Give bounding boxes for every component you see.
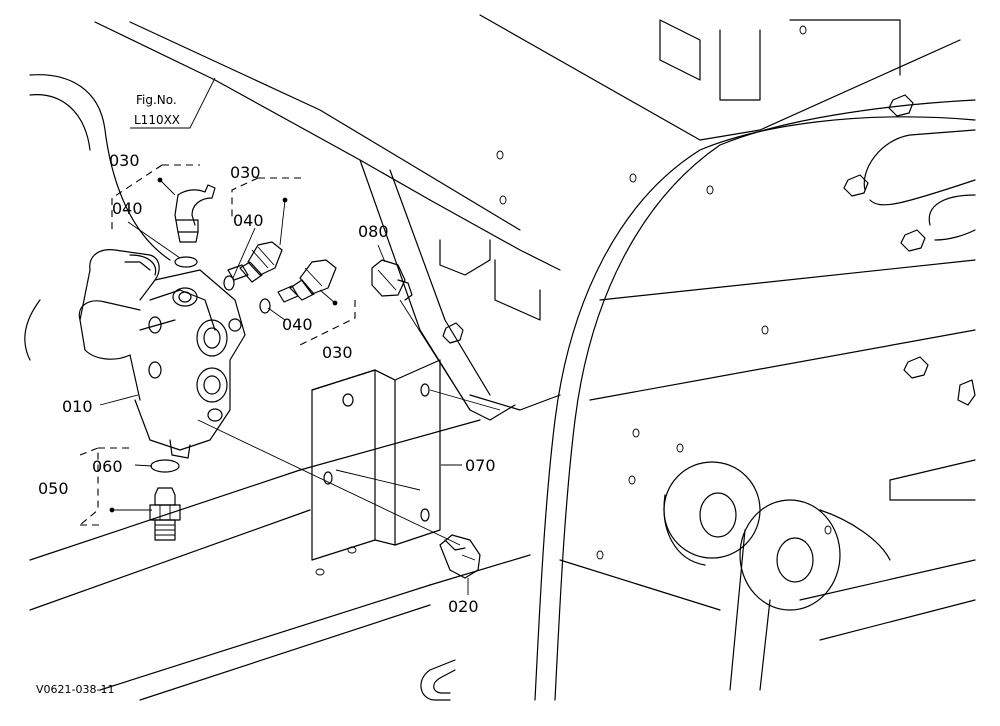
callout-080: 080 — [358, 222, 389, 241]
fitting-080 — [371, 259, 413, 301]
straight-fitting-030-upper — [227, 241, 283, 283]
callout-030-lower: 030 — [322, 343, 353, 362]
o-ring-060 — [150, 459, 180, 473]
callout-040-lower: 040 — [282, 315, 313, 334]
figure-ref-line2: L110XX — [134, 113, 180, 127]
elbow-fitting-030 — [174, 184, 216, 243]
callout-020: 020 — [448, 597, 479, 616]
valve-body-010 — [78, 249, 246, 459]
callout-030-upper: 030 — [230, 163, 261, 182]
figure-reference: Fig.No. L110XX — [130, 77, 216, 129]
callout-070: 070 — [465, 456, 496, 475]
callout-040-top: 040 — [112, 199, 143, 218]
straight-fitting-030-lower — [277, 259, 337, 303]
o-rings-040 — [174, 256, 271, 314]
machine-frame — [24, 14, 976, 701]
drawing-code: V0621-038-11 — [36, 683, 114, 696]
bracket-070 — [311, 359, 441, 561]
assembly-lines — [197, 299, 501, 546]
callout-030-elbow: 030 — [109, 151, 140, 170]
figure-ref-line1: Fig.No. — [136, 93, 177, 107]
callout-050: 050 — [38, 479, 69, 498]
callout-labels: 030 030 030 040 040 040 080 010 060 050 … — [38, 151, 496, 616]
callout-040-middle: 040 — [233, 211, 264, 230]
fitting-050 — [149, 487, 181, 541]
bolt-020 — [439, 534, 481, 579]
callout-060: 060 — [92, 457, 123, 476]
callout-010: 010 — [62, 397, 93, 416]
leaders — [99, 177, 469, 595]
group-brackets — [79, 164, 356, 526]
